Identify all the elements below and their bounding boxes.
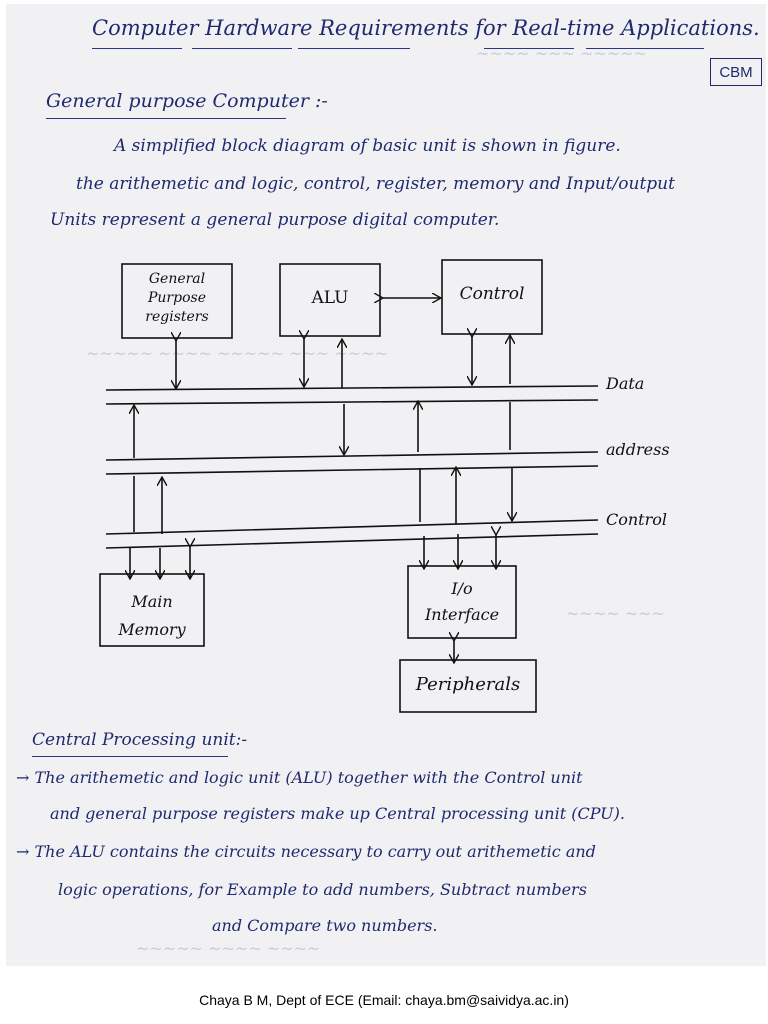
cpu-text-line: → The ALU contains the circuits necessar… [16, 842, 596, 861]
intro-line: A simplified block diagram of basic unit… [114, 136, 621, 156]
control-block [441, 259, 543, 335]
cpu-heading-underline [32, 756, 228, 758]
title-underline [298, 48, 410, 50]
cbm-badge: CBM [710, 58, 762, 86]
title-underline [92, 48, 182, 50]
page-footer: Chaya B M, Dept of ECE (Email: chaya.bm@… [199, 992, 569, 1008]
heading-underline [46, 118, 286, 120]
peripherals-block [399, 659, 537, 713]
bleed-through-text: ~~~~ ~~~ [566, 604, 665, 623]
bleed-through-text: ~~~~~ ~~~~ ~~~~ [136, 939, 321, 958]
gpr-label: General Purpose registers [122, 270, 232, 327]
alu-label: ALU [311, 288, 349, 308]
main-memory-label-line: Main [131, 592, 173, 611]
address-bus [105, 451, 599, 461]
cpu-heading: Central Processing unit:- [32, 730, 248, 750]
address-bus [105, 465, 599, 475]
cpu-text-line: and Compare two numbers. [212, 916, 438, 935]
bleed-through-text: ~~~~~ ~~~~ ~~~~~ ~~~ ~~~~ [86, 344, 388, 363]
title-underline [586, 48, 704, 50]
control-bus-label: Control [606, 510, 668, 529]
gpr-label-line: Purpose [148, 290, 206, 306]
cpu-text-line: and general purpose registers make up Ce… [50, 804, 625, 823]
cpu-text-line: logic operations, for Example to add num… [58, 880, 587, 899]
control-bus [105, 533, 599, 549]
intro-line: Units represent a general purpose digita… [50, 210, 500, 230]
io-interface-label: I/o Interface [408, 576, 516, 628]
peripherals-label: Peripherals [415, 674, 521, 695]
address-bus-label: address [606, 440, 670, 459]
main-memory-label: Main Memory [100, 588, 204, 644]
scanned-page: ~~~~ ~~~ ~~~~~ ~~~~~ ~~~~ ~~~~~ ~~~ ~~~~… [6, 4, 766, 966]
data-bus [105, 385, 599, 391]
main-memory-block [99, 573, 205, 647]
main-memory-label-line: Memory [118, 620, 186, 639]
io-label-line: Interface [424, 605, 500, 624]
title-underline [484, 48, 574, 50]
page-title: Computer Hardware Requirements for Real-… [92, 16, 760, 40]
section-heading: General purpose Computer :- [46, 90, 328, 112]
io-label-line: I/o [451, 579, 473, 598]
data-bus [105, 399, 599, 405]
control-bus [105, 519, 599, 535]
cpu-text-line: → The arithemetic and logic unit (ALU) t… [16, 768, 583, 787]
gpr-label-line: registers [145, 309, 209, 325]
block-diagram [99, 259, 599, 713]
control-block-label: Control [459, 284, 525, 304]
gpr-label-line: General [148, 271, 206, 287]
intro-line: the arithemetic and logic, control, regi… [76, 174, 675, 194]
data-bus-label: Data [606, 374, 645, 393]
title-underline [192, 48, 292, 50]
